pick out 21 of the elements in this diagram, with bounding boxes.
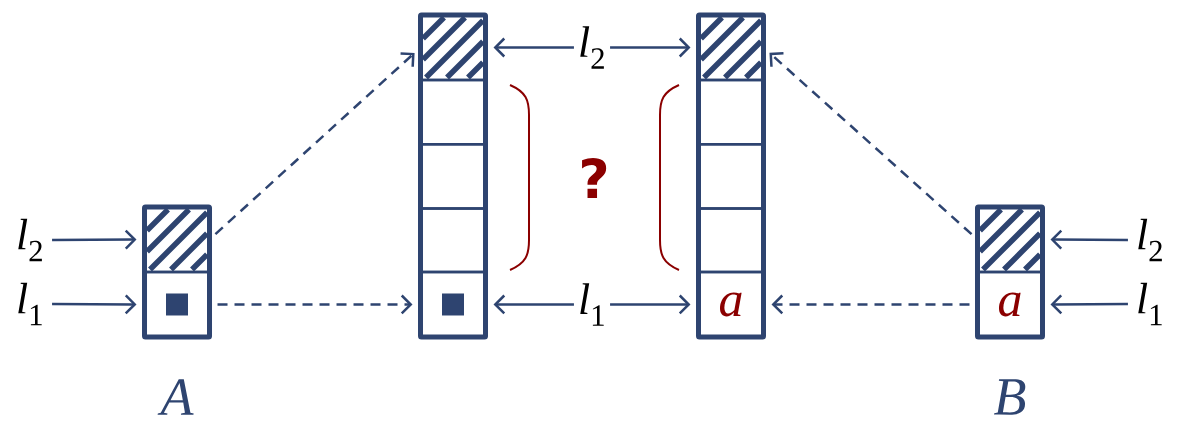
- arrow: [217, 294, 413, 315]
- line-label: l$_{2}$: [18, 218, 42, 262]
- line-label: l$_{1}$: [18, 282, 42, 326]
- arrow: [52, 229, 137, 250]
- column-label: A: [157, 379, 194, 415]
- line-label: l$_{1}$: [1138, 282, 1162, 326]
- column-label: B: [994, 379, 1026, 415]
- edge-label: l$_{1}$: [573, 281, 611, 328]
- letter-cell: a: [976, 270, 1044, 339]
- column-frame: [696, 12, 766, 340]
- edge-label: l$_{2}$: [573, 24, 611, 71]
- arrow: [1050, 294, 1128, 315]
- arrow: [1050, 229, 1128, 250]
- arrow: [771, 294, 970, 315]
- column-frame: [418, 12, 488, 340]
- arrow: [214, 52, 415, 236]
- question-mark: ?: [582, 157, 607, 199]
- arrow: [52, 294, 137, 315]
- line-label: l$_{2}$: [1138, 218, 1162, 262]
- letter-cell: a: [697, 270, 765, 339]
- arrow: [769, 52, 973, 236]
